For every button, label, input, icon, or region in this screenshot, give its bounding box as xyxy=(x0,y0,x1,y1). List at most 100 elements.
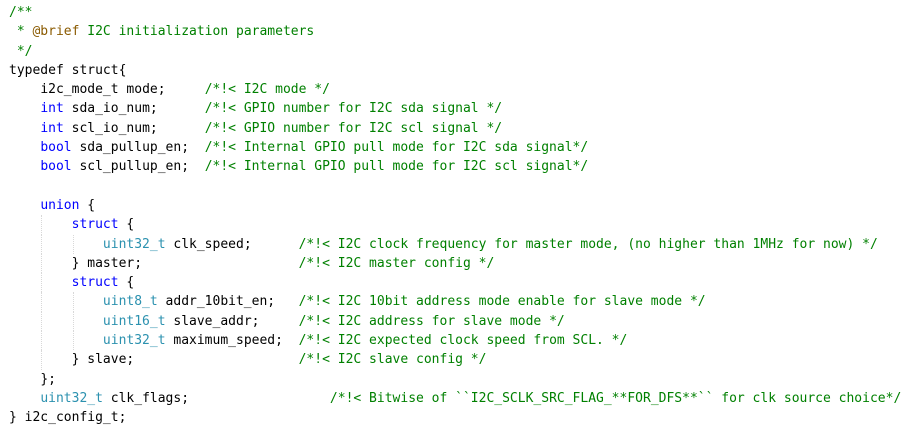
code-text: { xyxy=(118,275,135,291)
code-text: addr_10bit_en; xyxy=(157,294,299,310)
code-comment: */ xyxy=(9,43,33,59)
code-text: scl_io_num; xyxy=(63,120,205,136)
code-text xyxy=(9,372,40,387)
code-keyword: bool xyxy=(40,159,72,175)
code-text xyxy=(9,333,103,348)
code-comment: /*!< Bitwise of ``I2C_SCLK_SRC_FLAG_**FO… xyxy=(329,390,901,406)
code-keyword: uint32_t xyxy=(102,236,166,252)
code-keyword: struct xyxy=(71,217,119,233)
code-line[interactable]: bool scl_pullup_en; /*!< Internal GPIO p… xyxy=(9,157,901,176)
code-text xyxy=(64,63,72,78)
code-line[interactable]: uint8_t addr_10bit_en; /*!< I2C 10bit ad… xyxy=(9,292,901,312)
code-text: { xyxy=(79,197,96,213)
code-line[interactable]: i2c_mode_t mode; /*!< I2C mode */ xyxy=(9,80,901,99)
code-comment: /*!< GPIO number for I2C sda signal */ xyxy=(204,101,503,117)
code-line[interactable]: struct { xyxy=(9,215,901,235)
code-line[interactable]: }; xyxy=(9,370,901,389)
code-keyword: int xyxy=(40,120,64,136)
code-comment: /*!< I2C slave config */ xyxy=(298,352,487,368)
code-text: sda_io_num; xyxy=(63,101,205,117)
code-text xyxy=(9,275,72,290)
code-text xyxy=(9,352,72,367)
code-comment: @brief xyxy=(32,24,80,40)
code-line[interactable]: } i2c_config_t; xyxy=(9,408,901,427)
code-line[interactable]: } slave; /*!< I2C slave config */ xyxy=(9,350,901,370)
code-keyword: union xyxy=(40,197,80,213)
code-comment: /*!< Internal GPIO pull mode for I2C scl… xyxy=(204,159,589,175)
code-text: clk_speed; xyxy=(165,236,299,252)
code-line[interactable]: union { xyxy=(9,196,901,215)
code-text xyxy=(9,198,40,213)
code-text xyxy=(9,159,40,174)
code-text: maximum_speed; xyxy=(165,333,299,349)
code-keyword: int xyxy=(40,101,64,117)
code-comment: /*!< I2C 10bit address mode enable for s… xyxy=(298,294,706,310)
code-text: sda_pullup_en; xyxy=(71,140,205,156)
code-line[interactable]: uint32_t maximum_speed; /*!< I2C expecte… xyxy=(9,331,901,351)
code-keyword: struct xyxy=(71,275,119,291)
code-keyword: uint16_t xyxy=(102,313,166,329)
code-comment: /*!< I2C address for slave mode */ xyxy=(298,313,565,329)
code-text: mode; xyxy=(118,82,205,98)
code-line[interactable]: */ xyxy=(9,42,901,61)
code-text xyxy=(9,314,103,329)
code-line[interactable] xyxy=(9,177,901,196)
code-line[interactable]: typedef struct{ xyxy=(9,61,901,80)
code-comment: I2C initialization parameters xyxy=(79,24,315,40)
code-keyword: bool xyxy=(40,140,72,156)
code-line[interactable]: int sda_io_num; /*!< GPIO number for I2C… xyxy=(9,99,901,118)
indent-guide xyxy=(41,253,43,274)
indent-guide xyxy=(41,215,43,235)
code-keyword: uint32_t xyxy=(102,333,166,349)
code-text: clk_flags; xyxy=(102,390,330,406)
code-editor-view[interactable]: /** * @brief I2C initialization paramete… xyxy=(9,3,901,428)
code-text: i2c_mode_t xyxy=(40,82,119,98)
code-line[interactable]: struct { xyxy=(9,273,901,293)
indent-guide xyxy=(41,331,43,351)
code-line[interactable]: uint16_t slave_addr; /*!< I2C address fo… xyxy=(9,311,901,332)
code-text: { xyxy=(118,217,135,233)
code-text xyxy=(9,121,40,136)
code-text xyxy=(9,391,40,406)
code-comment: /*!< I2C mode */ xyxy=(204,82,330,98)
code-comment: /*!< I2C master config */ xyxy=(298,255,495,271)
code-comment: /*!< I2C clock frequency for master mode… xyxy=(298,236,878,252)
indent-guide xyxy=(41,234,43,254)
indent-guide xyxy=(41,273,43,293)
code-text: } master; xyxy=(71,255,299,271)
code-line[interactable]: /** xyxy=(9,3,901,22)
code-text: { xyxy=(118,62,127,78)
code-line[interactable]: bool sda_pullup_en; /*!< Internal GPIO p… xyxy=(9,138,901,157)
code-text xyxy=(9,217,72,232)
code-comment: /*!< I2C expected clock speed from SCL. … xyxy=(298,333,628,349)
indent-guide xyxy=(72,292,74,312)
code-text xyxy=(9,256,72,271)
code-text: scl_pullup_en; xyxy=(71,159,205,175)
code-text: slave_addr; xyxy=(165,313,299,329)
code-line[interactable]: * @brief I2C initialization parameters xyxy=(9,22,901,41)
indent-guide xyxy=(41,292,43,312)
code-text xyxy=(9,294,103,309)
code-comment: /*!< Internal GPIO pull mode for I2C sda… xyxy=(204,140,589,156)
code-line[interactable]: uint32_t clk_speed; /*!< I2C clock frequ… xyxy=(9,234,901,254)
code-keyword: uint8_t xyxy=(102,294,158,310)
code-text: typedef xyxy=(9,62,64,78)
code-comment: /*!< GPIO number for I2C scl signal */ xyxy=(204,120,503,136)
code-comment: * xyxy=(9,24,33,40)
indent-guide xyxy=(72,311,74,332)
indent-guide xyxy=(41,311,43,332)
code-comment: /** xyxy=(9,5,33,20)
code-text xyxy=(9,237,103,252)
indent-guide xyxy=(72,234,74,254)
code-text: struct xyxy=(71,62,119,78)
code-text: }; xyxy=(40,371,56,387)
code-text xyxy=(9,101,40,116)
code-keyword: uint32_t xyxy=(40,390,103,406)
indent-guide xyxy=(41,350,43,370)
indent-guide xyxy=(72,331,74,351)
code-line[interactable]: int scl_io_num; /*!< GPIO number for I2C… xyxy=(9,119,901,138)
code-line[interactable]: } master; /*!< I2C master config */ xyxy=(9,253,901,274)
code-line[interactable]: uint32_t clk_flags; /*!< Bitwise of ``I2… xyxy=(9,389,901,408)
code-text: } slave; xyxy=(71,352,299,368)
code-text xyxy=(9,82,40,97)
